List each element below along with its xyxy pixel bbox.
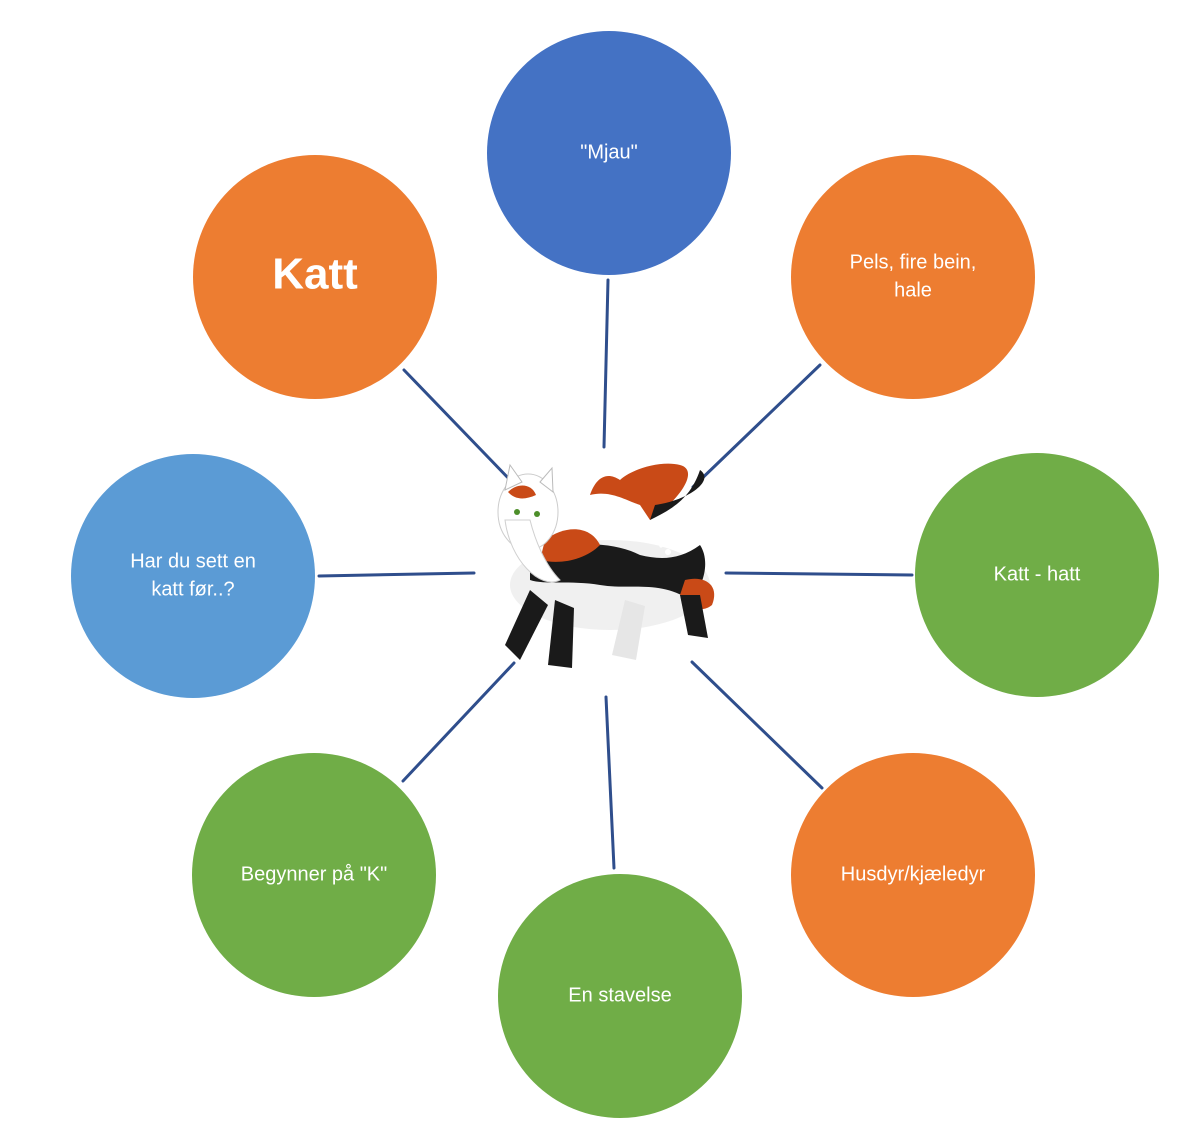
- node-label-katt: Katt: [272, 250, 358, 299]
- node-circle-har-du-sett: [71, 454, 315, 698]
- connector-pels: [691, 363, 822, 489]
- node-label-har-du-sett: Har du sett en: [130, 550, 256, 572]
- connector-har-du-sett: [317, 571, 476, 578]
- node-label-har-du-sett: katt før..?: [151, 578, 234, 600]
- node-pels: Pels, fire bein, hale: [791, 155, 1035, 399]
- node-circle-husdyr: [791, 753, 1035, 997]
- node-mjau: "Mjau": [487, 31, 731, 275]
- node-husdyr: Husdyr/kjæledyr: [791, 753, 1035, 997]
- node-label-begynner: Begynner på "K": [241, 863, 388, 885]
- node-circle-mjau: [487, 31, 731, 275]
- node-circle-katt: [193, 155, 437, 399]
- node-har-du-sett: Har du sett en katt før..?: [71, 454, 315, 698]
- connector-mjau: [602, 278, 610, 449]
- connector-husdyr: [690, 660, 824, 790]
- node-label-pels: Pels, fire bein,: [850, 251, 977, 273]
- node-begynner: Begynner på "K": [192, 753, 436, 997]
- node-katt: Katt: [193, 155, 437, 399]
- node-circle-katt-hatt: [915, 453, 1159, 697]
- connector-begynner: [401, 661, 516, 783]
- node-label-stavelse: En stavelse: [568, 984, 671, 1006]
- cat-illustration: [497, 463, 715, 668]
- node-circle-stavelse: [498, 874, 742, 1118]
- node-circle-begynner: [192, 753, 436, 997]
- node-label-mjau: "Mjau": [580, 141, 638, 163]
- node-label-katt-hatt: Katt - hatt: [994, 563, 1081, 585]
- node-katt-hatt: Katt - hatt: [915, 453, 1159, 697]
- node-label-husdyr: Husdyr/kjæledyr: [841, 863, 986, 885]
- node-circle-pels: [791, 155, 1035, 399]
- connectors: [317, 278, 914, 870]
- node-stavelse: En stavelse: [498, 874, 742, 1118]
- connector-stavelse: [604, 695, 616, 870]
- node-label-pels: hale: [894, 279, 932, 301]
- connector-katt: [402, 368, 515, 485]
- connector-katt-hatt: [724, 571, 914, 577]
